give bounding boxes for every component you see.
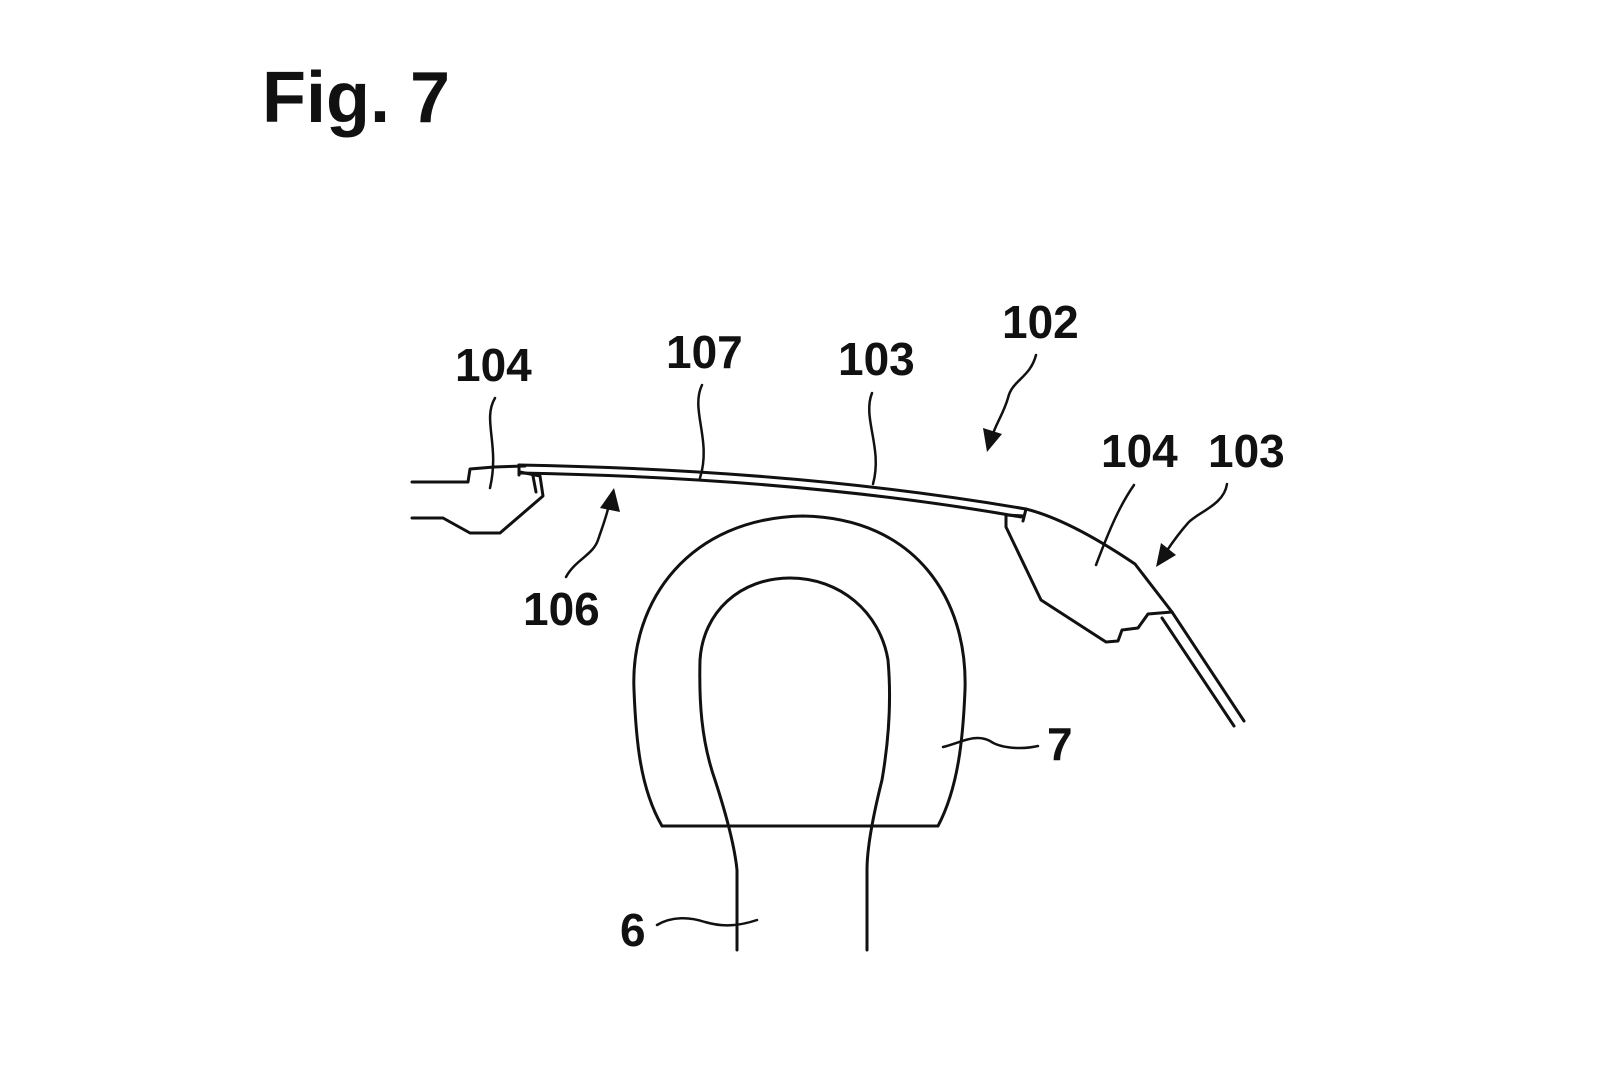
label-102: 102 — [1002, 296, 1079, 348]
reference-labels: 104 107 103 102 104 103 106 7 6 — [455, 296, 1285, 956]
label-104-left: 104 — [455, 339, 532, 391]
arrow-103-right — [1156, 543, 1176, 567]
label-103-mid: 103 — [838, 333, 915, 385]
label-104-right: 104 — [1101, 425, 1178, 477]
label-103-right: 103 — [1208, 425, 1285, 477]
label-106: 106 — [523, 583, 600, 635]
arrowheads — [600, 428, 1176, 567]
arrow-102 — [983, 428, 1002, 452]
cover-panel — [517, 463, 1028, 523]
label-7: 7 — [1047, 718, 1073, 770]
label-107: 107 — [666, 326, 743, 378]
tire — [632, 514, 967, 828]
rim — [698, 576, 892, 952]
leader-lines — [488, 353, 1229, 927]
left-bracket — [410, 464, 545, 535]
right-housing — [1004, 507, 1246, 728]
figure-title: Fig. 7 — [262, 58, 450, 138]
label-6: 6 — [620, 904, 646, 956]
arrow-106 — [600, 488, 620, 512]
